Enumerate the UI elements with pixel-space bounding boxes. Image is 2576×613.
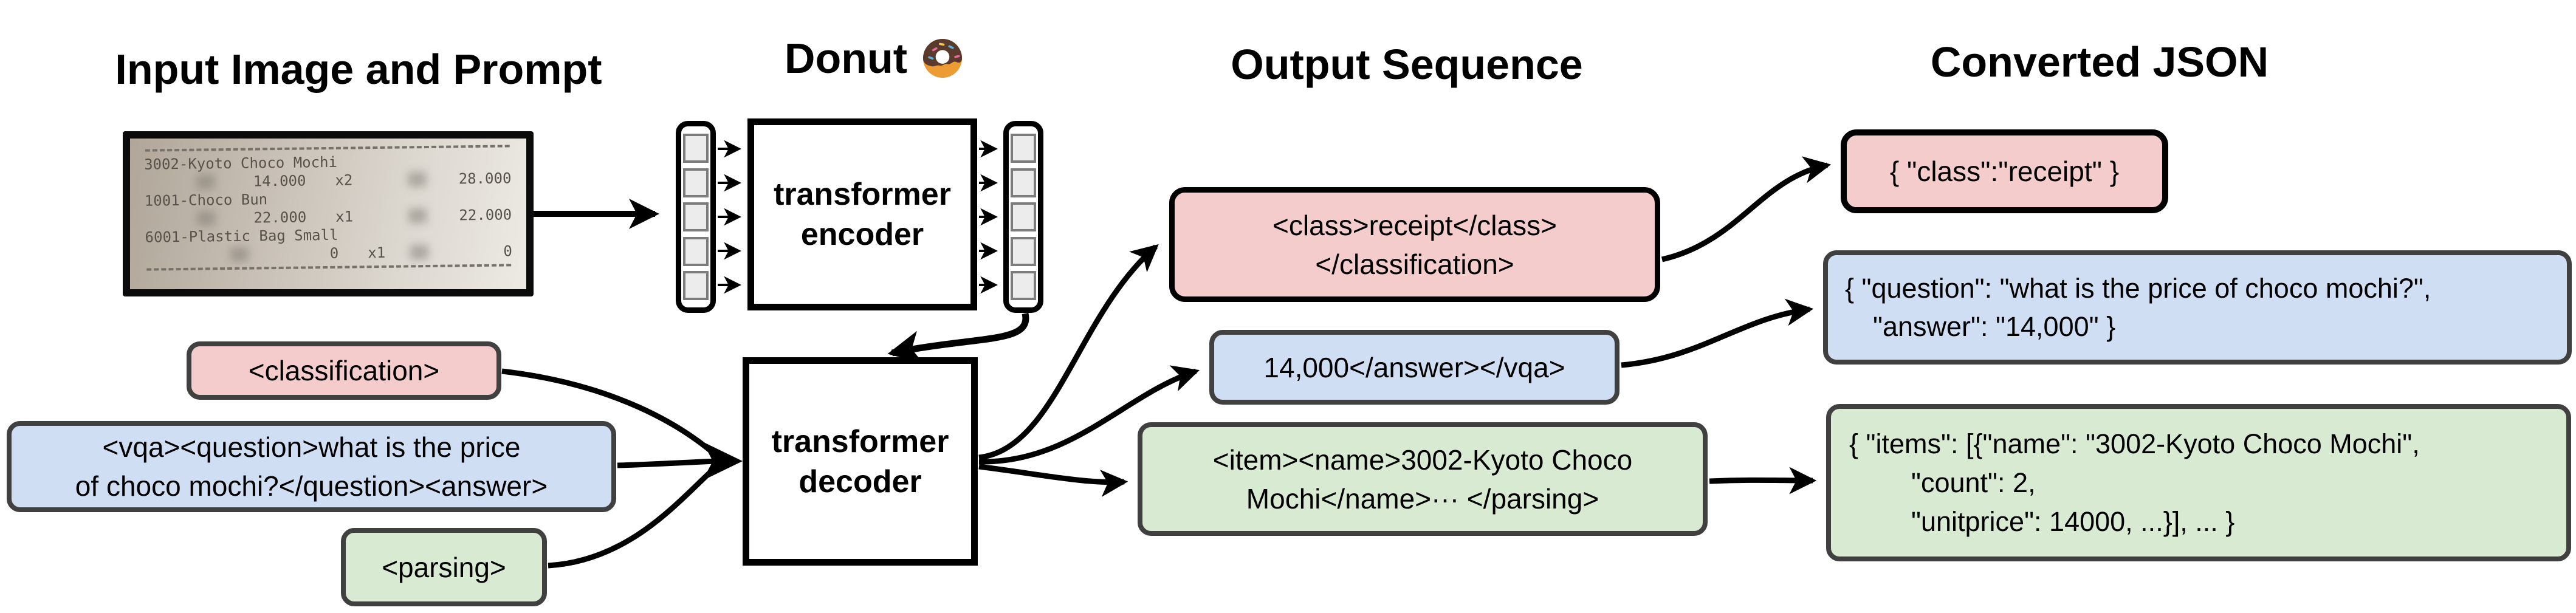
receipt-total: 22.000 [459, 206, 512, 224]
token-square [1011, 271, 1036, 300]
token-square [683, 202, 709, 231]
donut-icon [923, 38, 963, 78]
receipt-unit-price: 14.000 [253, 172, 306, 190]
json-parsing-line3: "unitprice": 14000, ...}], ... } [1911, 505, 2235, 537]
receipt-total: 0 [503, 242, 513, 260]
prompt-vqa-line1: <vqa><question>what is the price [102, 431, 521, 463]
token-square [683, 271, 709, 300]
receipt-divider [145, 145, 510, 152]
token-square [1011, 202, 1036, 231]
receipt-divider [146, 264, 512, 271]
prompt-vqa-box: <vqa><question>what is the price of choc… [7, 421, 616, 512]
output-parsing-line2: Mochi</name>··· </parsing> [1246, 482, 1599, 515]
redaction-blur [410, 244, 428, 260]
json-classification-text: { "class":"receipt" } [1889, 156, 2120, 187]
json-parsing-line2: "count": 2, [1911, 467, 2036, 498]
json-vqa-line1: { "question": "what is the price of choc… [1845, 273, 2431, 304]
receipt-quantity: x1 [335, 208, 354, 225]
json-column-header: Converted JSON [1930, 38, 2269, 86]
receipt-content: 3002-Kyoto Choco Mochi 14.000 x2 28.000 … [144, 145, 513, 271]
transformer-decoder-block: transformer decoder [743, 357, 978, 566]
token-square [1011, 236, 1036, 266]
receipt-quantity: x2 [335, 171, 353, 189]
redaction-blur [196, 174, 215, 190]
token-square [1011, 168, 1036, 197]
receipt-unit-price: 0 [329, 244, 339, 262]
redaction-blur [197, 211, 216, 226]
json-parsing-line1: { "items": [{"name": "3002-Kyoto Choco M… [1849, 428, 2420, 459]
token-square [683, 134, 709, 163]
token-square [683, 168, 709, 197]
prompt-classification-text: <classification> [248, 355, 440, 386]
redaction-blur [408, 172, 427, 187]
output-classification-box: <class>receipt</class> </classification> [1169, 187, 1660, 302]
token-square [1011, 134, 1036, 163]
output-vqa-text: 14,000</answer></vqa> [1263, 351, 1565, 383]
prompt-parsing-box: <parsing> [341, 528, 547, 606]
output-parsing-box: <item><name>3002-Kyoto Choco Mochi</name… [1138, 422, 1708, 536]
output-parsing-line1: <item><name>3002-Kyoto Choco [1212, 443, 1633, 476]
output-classification-line2: </classification> [1315, 248, 1514, 280]
output-vqa-box: 14,000</answer></vqa> [1209, 330, 1619, 405]
output-classification-line1: <class>receipt</class> [1273, 209, 1557, 241]
redaction-blur [408, 208, 427, 224]
json-vqa-line2: "answer": "14,000" } [1873, 311, 2116, 342]
model-name-label: Donut [784, 35, 908, 82]
output-column-header: Output Sequence [1231, 41, 1583, 88]
decoder-label-line1: transformer [771, 423, 949, 459]
encoder-label-line1: transformer [774, 177, 951, 212]
prompt-vqa-line2: of choco mochi?</question><answer> [75, 470, 548, 502]
token-square [683, 236, 709, 266]
encoder-label-line2: encoder [800, 217, 924, 252]
encoder-input-token-strip [676, 121, 716, 313]
receipt-quantity: x1 [368, 244, 386, 262]
encoder-output-token-strip [1003, 121, 1043, 313]
json-classification-box: { "class":"receipt" } [1841, 129, 2168, 213]
prompt-parsing-text: <parsing> [382, 551, 506, 583]
prompt-classification-box: <classification> [187, 341, 501, 400]
json-parsing-box: { "items": [{"name": "3002-Kyoto Choco M… [1826, 404, 2571, 561]
redaction-blur [230, 247, 249, 262]
receipt-unit-price: 22.000 [253, 208, 307, 227]
decoder-label-line2: decoder [799, 464, 922, 499]
input-receipt-image: 3002-Kyoto Choco Mochi 14.000 x2 28.000 … [123, 131, 534, 296]
transformer-encoder-block: transformer encoder [747, 118, 977, 310]
input-column-header: Input Image and Prompt [115, 46, 602, 93]
receipt-total: 28.000 [458, 170, 512, 188]
json-vqa-box: { "question": "what is the price of choc… [1823, 250, 2572, 365]
model-column-header: Donut [705, 34, 1045, 83]
